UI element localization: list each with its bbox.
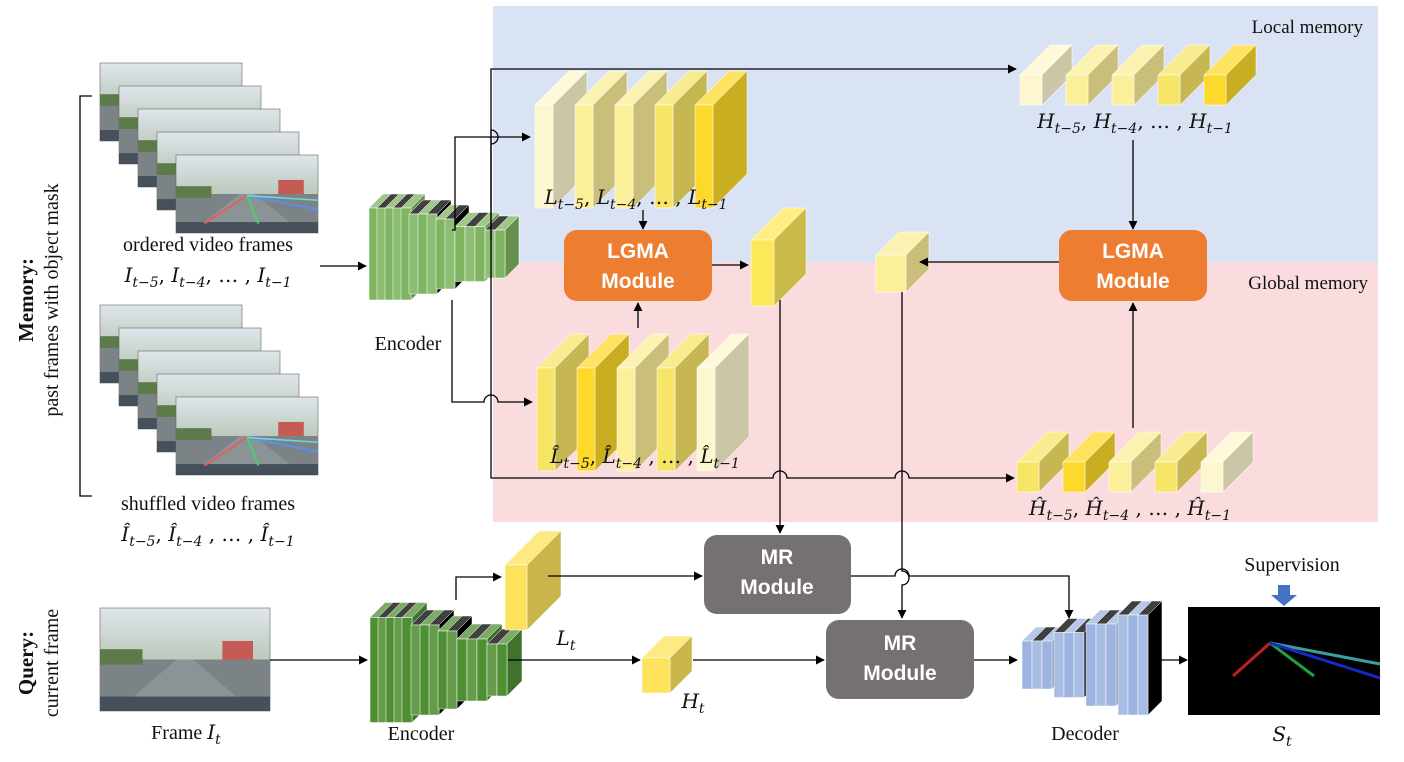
shuffled-frames-caption: shuffled video frames bbox=[121, 493, 295, 515]
video-frame-thumbnail bbox=[99, 607, 271, 712]
Lt-label: Lt bbox=[556, 626, 576, 654]
L-sequence-label: Lt−5, Lt−4, … , Lt−1 bbox=[543, 185, 727, 213]
feature-map-cube bbox=[494, 215, 520, 279]
ordered-frame-stack bbox=[99, 62, 319, 234]
query-encoder-label: Encoder bbox=[388, 723, 455, 745]
feature-map-cube bbox=[1200, 431, 1254, 493]
ordered-frames-caption: ordered video frames bbox=[123, 234, 293, 256]
L-hat-sequence-label: L̂t−5, L̂t−4 , … , L̂t−1 bbox=[549, 444, 740, 472]
local-feature-stack-L bbox=[534, 70, 748, 209]
lgma-local-line2: Module bbox=[601, 270, 675, 293]
supervision-arrow-icon bbox=[1271, 585, 1297, 606]
feature-map-cube bbox=[750, 207, 807, 307]
feature-map-cube bbox=[1154, 431, 1208, 493]
mr-bottom-line1: MR bbox=[884, 632, 917, 655]
shuffled-frame-stack bbox=[99, 304, 319, 476]
global-feature-stack-H bbox=[1019, 44, 1257, 106]
feature-map-cube bbox=[641, 635, 693, 694]
Ht-label: Ht bbox=[680, 689, 704, 717]
global-lgma-output-feature bbox=[875, 231, 930, 293]
mr-bottom-line2: Module bbox=[863, 662, 937, 685]
query-encoder-block bbox=[369, 601, 523, 724]
lgma-local-line1: LGMA bbox=[607, 240, 669, 263]
feature-map-cube bbox=[694, 70, 748, 209]
query-side-label: Query: current frame bbox=[14, 609, 63, 717]
decoder-block bbox=[1021, 600, 1163, 716]
feature-map-cube bbox=[504, 530, 562, 631]
feature-map-cube bbox=[496, 628, 523, 697]
feature-map-cube bbox=[1062, 431, 1116, 493]
H-sequence-label: Ht−5, Ht−4, … , Ht−1 bbox=[1036, 109, 1233, 137]
local-lgma-output-feature bbox=[750, 207, 807, 307]
lgma-global-line1: LGMA bbox=[1102, 240, 1164, 263]
feature-map-cube bbox=[875, 231, 930, 293]
query-title: Query: bbox=[14, 631, 38, 695]
query-global-feature-Ht bbox=[641, 635, 693, 694]
current-frame-label: Frame It bbox=[151, 720, 221, 748]
local-feature-stack-L-hat bbox=[536, 333, 750, 472]
connectors bbox=[270, 64, 1188, 665]
lgma-module-local: LGMA Module bbox=[564, 230, 712, 301]
memory-subtitle: past frames with object mask bbox=[41, 183, 63, 416]
decoder-label: Decoder bbox=[1051, 723, 1119, 745]
mr-top-line2: Module bbox=[740, 576, 814, 599]
feature-map-cube bbox=[696, 333, 750, 472]
lgma-module-global: LGMA Module bbox=[1059, 230, 1207, 301]
H-hat-sequence-label: Ĥt−5, Ĥt−4 , … , Ĥt−1 bbox=[1028, 496, 1231, 524]
shuffled-frames-sequence: Ît−5, Ît−4 , … , Ît−1 bbox=[120, 522, 294, 550]
video-frame-thumbnail bbox=[175, 154, 319, 234]
feature-map-cube bbox=[1157, 44, 1211, 106]
ordered-frames-sequence: It−5, It−4, … , It−1 bbox=[123, 263, 291, 291]
memory-encoder-block bbox=[368, 193, 520, 301]
mr-top-line1: MR bbox=[761, 546, 794, 569]
memory-title: Memory: bbox=[14, 258, 38, 342]
memory-side-label: Memory: past frames with object mask bbox=[14, 183, 63, 416]
global-memory-title: Global memory bbox=[1248, 273, 1368, 294]
St-label: St bbox=[1272, 722, 1292, 750]
output-segmentation-image bbox=[1188, 607, 1381, 715]
feature-map-cube bbox=[1137, 600, 1163, 716]
current-frame-image bbox=[99, 607, 271, 712]
mr-module-bottom: MR Module bbox=[826, 620, 974, 699]
memory-bracket bbox=[79, 95, 92, 497]
supervision-label: Supervision bbox=[1244, 554, 1340, 576]
memory-encoder-label: Encoder bbox=[375, 333, 442, 355]
local-memory-title: Local memory bbox=[1252, 17, 1364, 38]
global-feature-stack-H-hat bbox=[1016, 431, 1254, 493]
feature-map-cube bbox=[1019, 44, 1073, 106]
feature-map-cube bbox=[1111, 44, 1165, 106]
lgma-global-line2: Module bbox=[1096, 270, 1170, 293]
query-local-feature-Lt bbox=[504, 530, 562, 631]
query-subtitle: current frame bbox=[41, 609, 63, 717]
video-frame-thumbnail bbox=[175, 396, 319, 476]
mr-module-top: MR Module bbox=[704, 535, 851, 614]
feature-map-cube bbox=[1203, 44, 1257, 106]
feature-map-cube bbox=[1065, 44, 1119, 106]
